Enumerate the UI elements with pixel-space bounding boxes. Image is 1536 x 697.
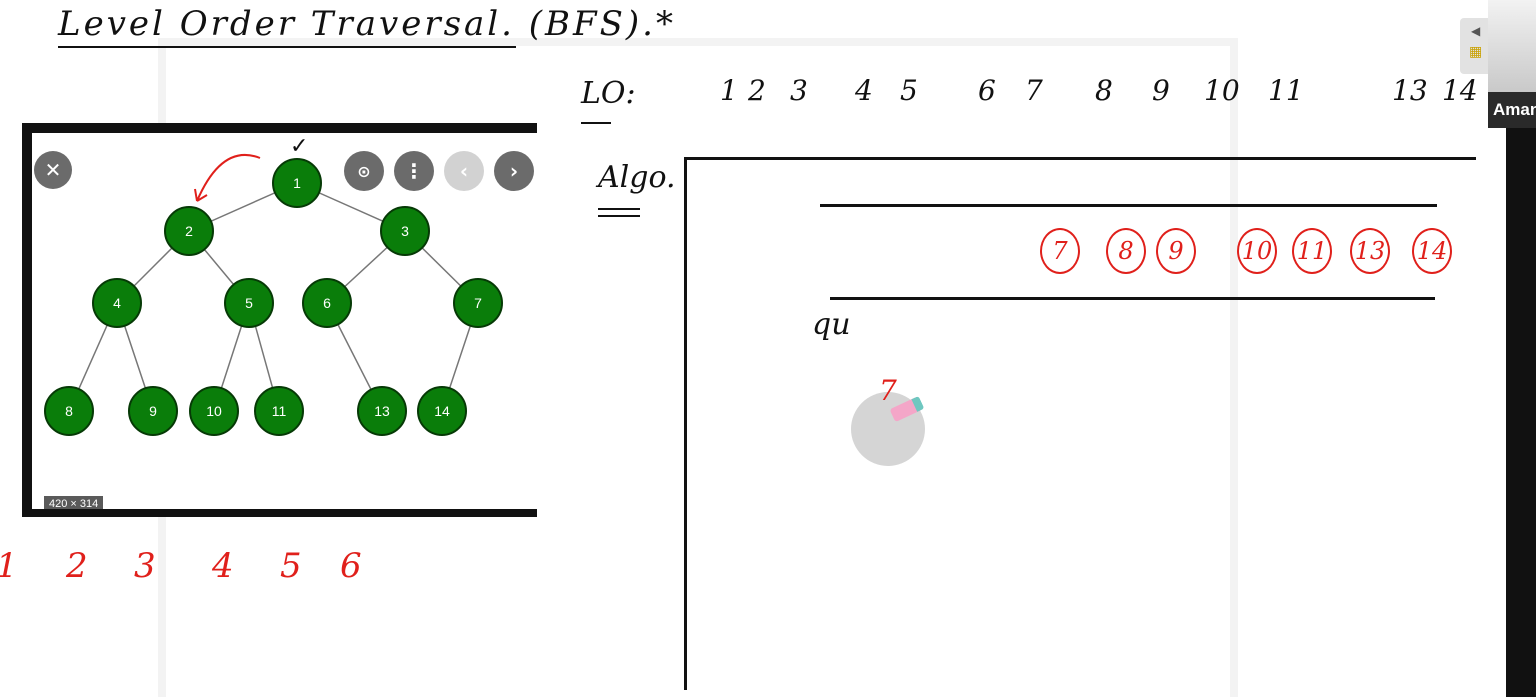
lo-item: 7	[1025, 74, 1043, 107]
tree-node: 13	[357, 386, 407, 436]
ghost-panel-top	[158, 38, 1238, 46]
page-title: Level Order Traversal. (BFS).*	[58, 4, 676, 44]
tree-node: 8	[44, 386, 94, 436]
participant-video-frame	[1488, 0, 1536, 92]
below-seq-item: 4	[212, 546, 234, 586]
chevron-left-icon: ‹	[459, 159, 469, 183]
lo-item: 8	[1095, 74, 1113, 107]
tree-node: 1	[272, 158, 322, 208]
lo-item: 3	[790, 74, 808, 107]
tree-node: 11	[254, 386, 304, 436]
queue-item: 11	[1292, 228, 1332, 274]
svg-text:13: 13	[374, 403, 390, 419]
more-vertical-icon: ⋮	[404, 159, 424, 183]
tree-node: 7	[453, 278, 503, 328]
algo-label: Algo.	[598, 160, 676, 195]
tree-node: 9	[128, 386, 178, 436]
tree-node: 4	[92, 278, 142, 328]
queue-bottom-line	[830, 297, 1435, 300]
eraser-cursor[interactable]: 7	[851, 374, 925, 466]
svg-text:7: 7	[474, 295, 482, 311]
lo-item: 10	[1204, 74, 1240, 107]
below-image-sequence: 1 2 3 4 56	[0, 546, 380, 596]
next-button[interactable]: ›	[494, 151, 534, 191]
visited-check: ✓	[290, 134, 308, 159]
algo-frame-top	[684, 157, 1476, 160]
lo-item: 9	[1152, 74, 1170, 107]
lo-item: 4	[855, 74, 873, 107]
lo-item: 6	[978, 74, 996, 107]
below-seq-item: 3	[134, 546, 156, 586]
svg-text:3: 3	[401, 223, 409, 239]
svg-text:6: 6	[323, 295, 331, 311]
close-button[interactable]: ✕	[34, 151, 72, 189]
svg-text:5: 5	[245, 295, 253, 311]
svg-text:11: 11	[272, 403, 287, 419]
svg-text:8: 8	[65, 403, 73, 419]
chevron-right-icon: ›	[509, 159, 519, 183]
image-viewer: 1 2 3 4 5 6 7 8 9 10 11 13 14 ✓ ✕ ⊙ ⋮ ‹ › 420 × 314	[22, 123, 537, 517]
lo-item: 13	[1392, 74, 1428, 107]
tree-node: 10	[189, 386, 239, 436]
queue-item: 14	[1412, 228, 1452, 274]
lo-label-underline	[581, 122, 611, 124]
svg-text:10: 10	[206, 403, 222, 419]
title-underline	[58, 46, 516, 48]
queue-item: 10	[1237, 228, 1277, 274]
tree-node: 3	[380, 206, 430, 256]
more-button[interactable]: ⋮	[394, 151, 434, 191]
below-seq-item: 1	[0, 546, 18, 586]
lens-button[interactable]: ⊙	[344, 151, 384, 191]
collapse-icon: ◀	[1471, 24, 1481, 38]
below-seq-item: 5	[280, 546, 302, 586]
eraser-mark: 7	[879, 374, 897, 407]
tree-node: 6	[302, 278, 352, 328]
queue-item: 13	[1350, 228, 1390, 274]
participant-video[interactable]: Aman	[1488, 0, 1536, 128]
svg-text:4: 4	[113, 295, 121, 311]
side-panel-tab[interactable]: ◀ ▦	[1460, 18, 1490, 74]
lo-item: 5	[900, 74, 918, 107]
queue-item: 8	[1106, 228, 1146, 274]
algo-frame-left	[684, 157, 687, 690]
lo-item: 2	[748, 74, 766, 107]
algo-underline	[598, 208, 640, 210]
tree-node: 2	[164, 206, 214, 256]
lens-icon: ⊙	[357, 161, 371, 181]
apps-icon: ▦	[1469, 44, 1483, 60]
ghost-panel-right	[1230, 38, 1238, 697]
svg-text:14: 14	[434, 403, 450, 419]
below-seq-item: 2	[66, 546, 88, 586]
below-seq-item: 6	[340, 546, 362, 586]
close-icon: ✕	[44, 158, 62, 182]
svg-text:1: 1	[293, 175, 301, 191]
queue-item: 7	[1040, 228, 1080, 274]
tree-node: 5	[224, 278, 274, 328]
svg-text:9: 9	[149, 403, 157, 419]
prev-button[interactable]: ‹	[444, 151, 484, 191]
lo-item: 11	[1268, 74, 1304, 107]
svg-text:2: 2	[185, 223, 193, 239]
tree-node: 14	[417, 386, 467, 436]
image-size-label: 420 × 314	[44, 496, 104, 509]
queue-label: qu	[812, 307, 851, 342]
right-edge-bar	[1506, 128, 1536, 697]
annotation-arrow	[194, 153, 261, 202]
participant-name: Aman	[1488, 92, 1536, 128]
lo-item: 14	[1442, 74, 1478, 107]
tree-image: 1 2 3 4 5 6 7 8 9 10 11 13 14 ✓ ✕ ⊙ ⋮ ‹ › 420 × 314	[32, 133, 537, 509]
queue-item: 9	[1156, 228, 1196, 274]
binary-tree: 1 2 3 4 5 6 7 8 9 10 11 13 14 ✓	[44, 134, 503, 436]
lo-label: LO:	[581, 76, 636, 111]
queue-top-line	[820, 204, 1437, 207]
lo-item: 1	[720, 74, 738, 107]
algo-underline-2	[598, 215, 640, 217]
